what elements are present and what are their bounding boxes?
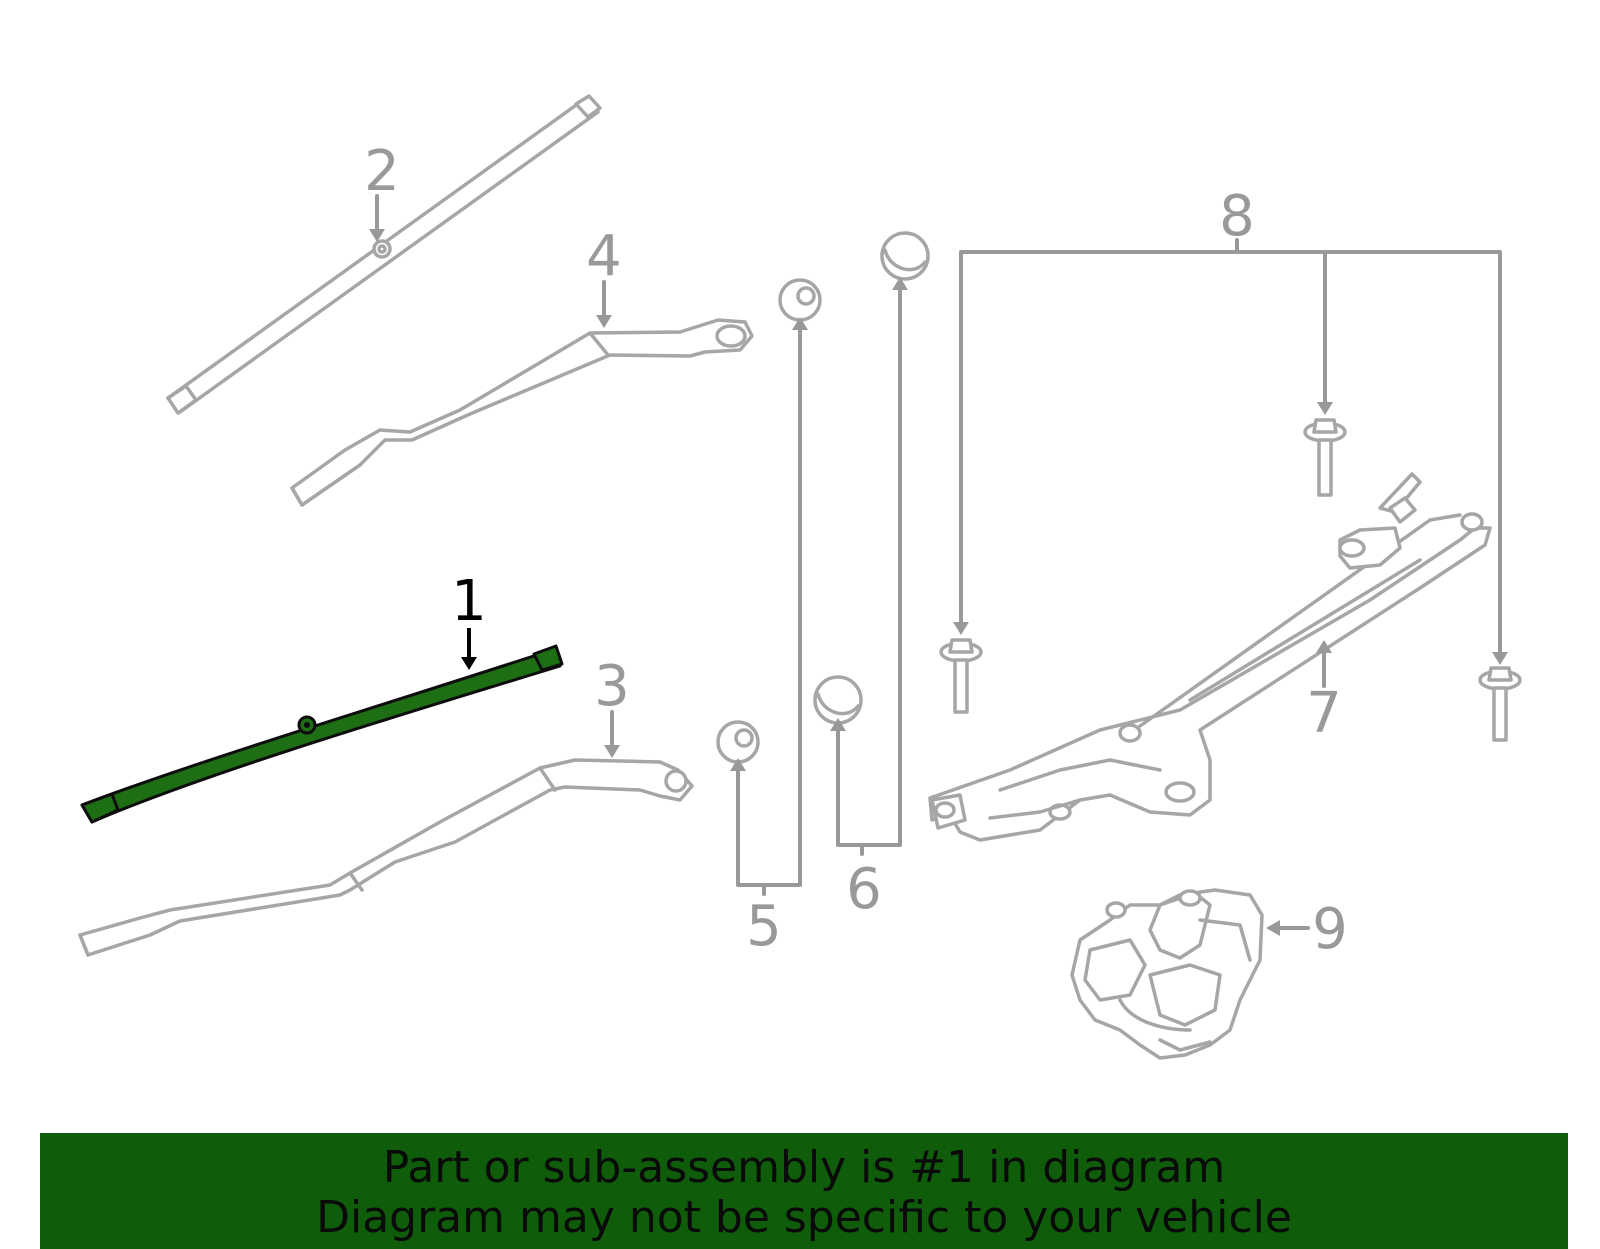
part-7-wiper-linkage[interactable] (928, 472, 1492, 842)
callout-7: 7 (1306, 640, 1342, 746)
part-8-bolt-left[interactable] (939, 638, 983, 714)
part-9-wiper-motor[interactable] (1070, 888, 1264, 1060)
callout-6-label: 6 (846, 857, 882, 922)
callout-3: 3 (594, 654, 630, 758)
part-6-cap-upper[interactable] (880, 231, 930, 281)
callout-2-label: 2 (364, 139, 400, 204)
part-4-wiper-arm[interactable] (290, 318, 754, 507)
callout-5-label: 5 (746, 894, 782, 959)
callout-4-label: 4 (586, 224, 622, 289)
callout-7-label: 7 (1306, 681, 1342, 746)
part-1-wiper-blade-highlighted[interactable] (80, 644, 564, 824)
part-6-cap-lower[interactable] (813, 675, 863, 725)
part-info-banner: Part or sub-assembly is #1 in diagram Di… (40, 1133, 1568, 1249)
callout-8: 8 (953, 184, 1508, 665)
callout-9-label: 9 (1312, 897, 1348, 962)
part-2-wiper-blade[interactable] (166, 94, 602, 415)
part-8-bolt-right[interactable] (1478, 666, 1522, 742)
banner-line-2: Diagram may not be specific to your vehi… (316, 1192, 1292, 1243)
callout-2: 2 (364, 139, 400, 242)
callout-6: 6 (830, 277, 908, 922)
banner-line-1: Part or sub-assembly is #1 in diagram (382, 1142, 1226, 1193)
callout-1-label: 1 (451, 569, 487, 634)
part-8-bolt-middle[interactable] (1303, 418, 1347, 497)
callout-9: 9 (1266, 897, 1348, 962)
part-5-cap-lower[interactable] (716, 720, 760, 764)
callout-4: 4 (586, 224, 622, 328)
part-3-wiper-arm[interactable] (78, 758, 694, 957)
callout-5: 5 (730, 317, 808, 959)
callout-3-label: 3 (594, 654, 630, 719)
callout-1: 1 (451, 569, 487, 670)
part-5-cap-upper[interactable] (778, 278, 822, 322)
